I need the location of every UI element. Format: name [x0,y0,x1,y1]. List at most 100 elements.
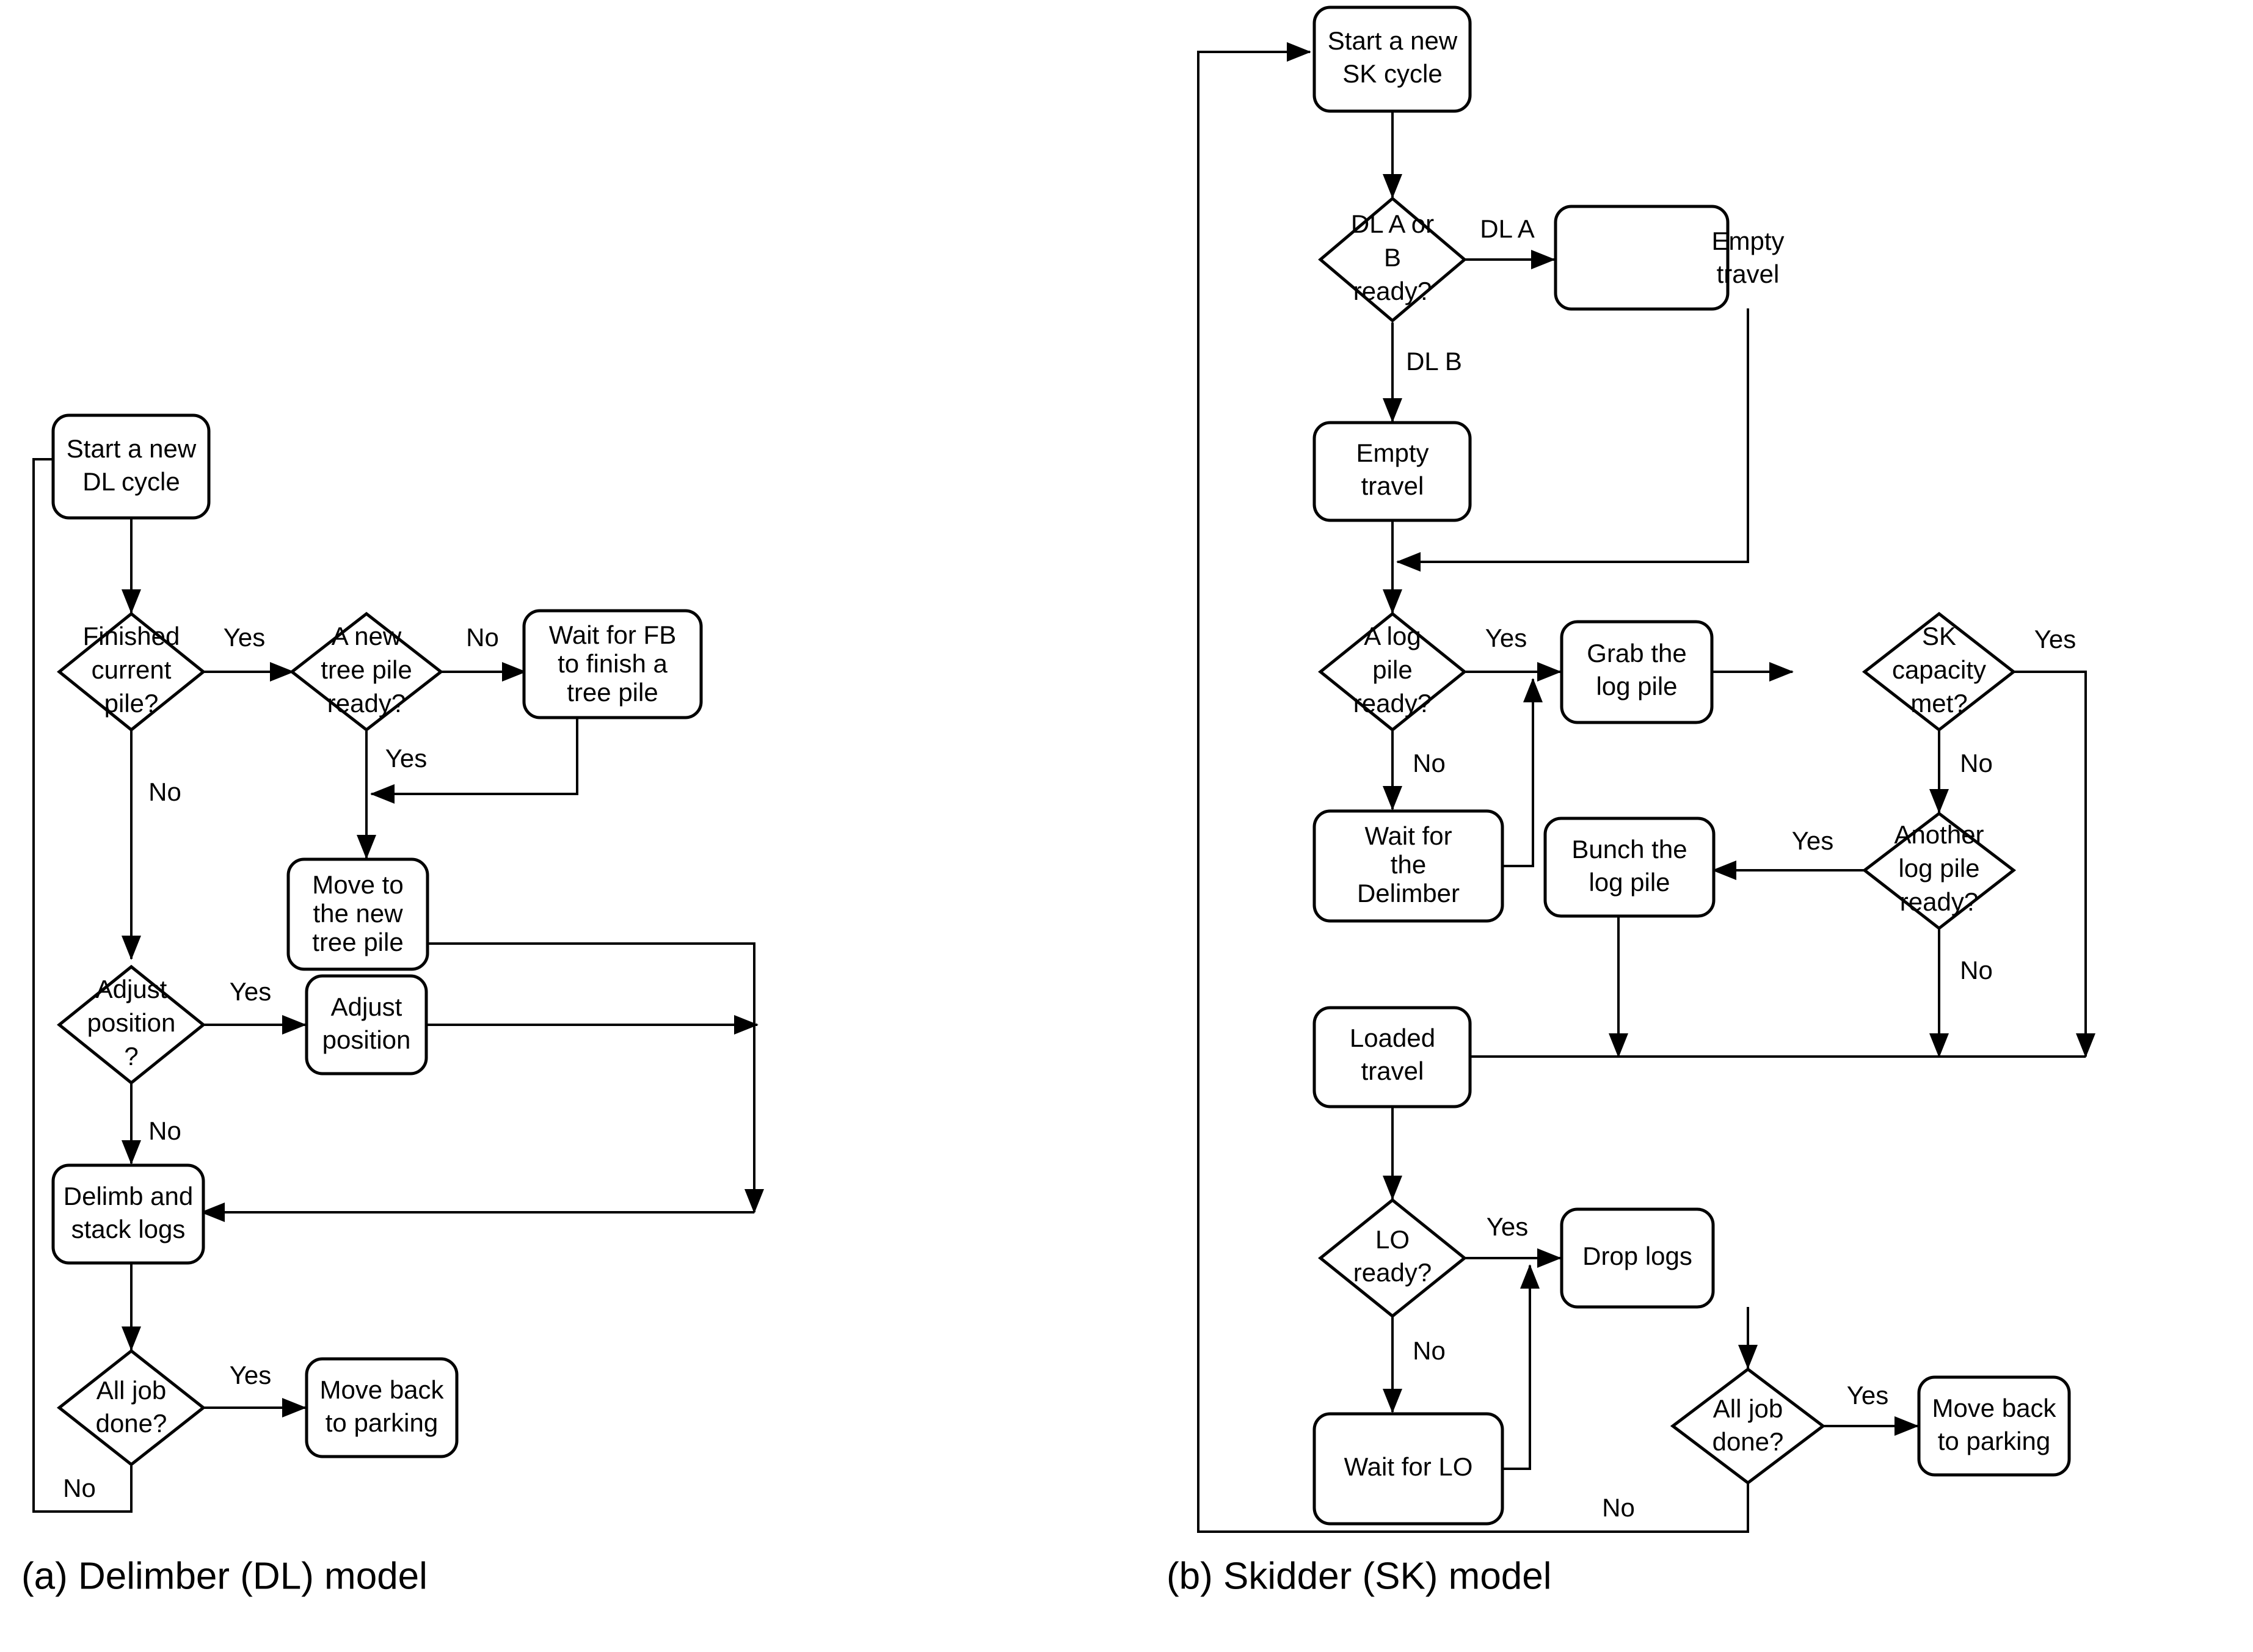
edge-label-a-finished-yes: Yes [224,623,266,652]
edge-label-b-logpile-yes: Yes [1485,624,1527,652]
panel-b: Start a new SK cycle DL A or B ready? Em… [1167,5,2095,1597]
node-b-bunch-log-pile[interactable]: Bunch the log pile [1543,817,1716,918]
node-b-all-job-done[interactable]: All job done? [1670,1367,1826,1485]
edge-b-alljob-no-loop [1197,42,1749,1533]
node-a-moveback-line-1: to parking [326,1408,438,1437]
node-a-finished-shape[interactable] [57,611,206,732]
edge-b-waitlo-return [1502,1264,1540,1470]
node-a-adjust-question-shape[interactable] [57,964,206,1085]
node-b-wait-delimber-shape[interactable] [1312,809,1504,923]
node-a-move-new-line-2: tree pile [312,928,403,956]
node-b-logpile-line-0: A log [1364,622,1421,650]
node-a-adjustq-line-0: Adjust [96,975,167,1003]
edge-label-b-lo-yes: Yes [1487,1212,1529,1241]
node-a-wait-fb-line-2: tree pile [567,678,658,707]
node-b-logpile-line-1: pile [1372,655,1412,684]
edge-label-b-dlb: DL B [1406,347,1462,376]
node-a-move-back-parking-shape[interactable] [305,1357,459,1458]
node-a-delimb-stack[interactable]: Delimb and stack logs [51,1163,205,1265]
node-a-new-tree-pile-line-2: ready? [327,689,406,718]
node-b-start[interactable]: Start a new SK cycle [1312,5,1472,113]
node-b-bunch-log-pile-shape[interactable] [1543,817,1716,918]
node-b-another-line-2: ready? [1900,887,1978,916]
node-a-alljob-line-0: All job [96,1376,166,1405]
edge-label-a-newpile-yes: Yes [385,744,428,773]
node-b-start-shape[interactable] [1312,5,1472,113]
edge-b-emptyA-merge [1396,308,1749,572]
node-a-move-new-tree-pile-shape[interactable] [286,857,429,971]
node-a-move-back-parking[interactable]: Move back to parking [305,1357,459,1458]
node-b-bunch-line-0: Bunch the [1571,835,1687,864]
node-a-move-new-line-0: Move to [312,870,403,899]
node-b-sk-capacity-met[interactable]: SK capacity met? [1862,611,2017,732]
node-b-grab-log-pile-shape[interactable] [1560,620,1714,724]
node-b-dl-a-or-b[interactable]: DL A or B ready? [1318,196,1467,323]
node-b-dlab-line-1: B [1384,243,1401,272]
node-a-move-new-line-1: the new [313,899,403,928]
edge-label-b-another-yes: Yes [1792,826,1834,855]
node-b-dlab-line-0: DL A or [1351,209,1434,238]
node-b-another-log-pile-ready[interactable]: Another log pile ready? [1862,811,2017,931]
node-b-move-back-parking-shape[interactable] [1917,1375,2071,1477]
node-b-lo-ready[interactable]: LO ready? [1318,1198,1467,1319]
node-a-wait-fb-line-0: Wait for FB [549,620,676,649]
node-b-emptyB-line-0: Empty [1356,438,1429,467]
node-b-waitdl-line-2: Delimber [1357,879,1460,908]
node-a-new-tree-pile-shape[interactable] [289,611,444,732]
node-b-alljob-line-1: done? [1712,1427,1784,1456]
node-a-moveback-line-0: Move back [319,1375,444,1404]
node-b-sk-capacity-met-shape[interactable] [1862,611,2017,732]
node-b-drop-logs-shape[interactable] [1560,1207,1715,1309]
node-b-wait-for-lo-shape[interactable] [1312,1412,1504,1526]
node-a-delimb-line-1: stack logs [71,1215,186,1243]
node-b-capacity-line-1: capacity [1892,655,1986,684]
node-b-waitdl-line-0: Wait for [1364,821,1452,850]
panel-a-caption: (a) Delimber (DL) model [21,1555,428,1597]
panel-b-caption: (b) Skidder (SK) model [1167,1555,1552,1597]
node-a-delimb-stack-shape[interactable] [51,1163,205,1265]
node-a-all-job-done[interactable]: All job done? [56,1348,206,1467]
node-a-adjust-position-shape[interactable] [305,974,428,1075]
node-b-drop-logs[interactable]: Drop logs [1560,1207,1715,1309]
node-b-empty-travel-b-shape[interactable] [1312,421,1472,522]
node-b-grab-line-0: Grab the [1587,639,1686,668]
node-b-loaded-travel-shape[interactable] [1312,1006,1472,1108]
edge-label-b-another-no: No [1960,956,1993,984]
node-b-a-log-pile-ready-shape[interactable] [1318,611,1467,732]
node-a-finished-line-0: Finished [83,622,180,650]
node-a-all-job-done-shape[interactable] [56,1348,206,1467]
node-b-empty-travel-b[interactable]: Empty travel [1312,421,1472,522]
node-a-alljob-line-1: done? [96,1409,167,1438]
node-b-wait-delimber[interactable]: Wait for the Delimber [1312,809,1504,923]
edge-label-b-cap-yes: Yes [2034,625,2076,653]
edge-label-b-alljob-no: No [1602,1493,1635,1522]
node-b-wait-for-lo[interactable]: Wait for LO [1312,1412,1504,1526]
node-b-a-log-pile-ready[interactable]: A log pile ready? [1318,611,1467,732]
node-a-new-tree-pile[interactable]: A new tree pile ready? [289,611,444,732]
node-b-move-back-parking[interactable]: Move back to parking [1917,1375,2071,1477]
node-a-delimb-line-0: Delimb and [64,1182,193,1210]
node-b-lo-ready-shape[interactable] [1318,1198,1467,1319]
node-a-wait-fb[interactable]: Wait for FB to finish a tree pile [522,609,703,719]
node-a-finished[interactable]: Finished current pile? [57,611,206,732]
node-b-loaded-travel[interactable]: Loaded travel [1312,1006,1472,1108]
node-b-dl-a-or-b-shape[interactable] [1318,196,1467,323]
node-a-adjust-line-0: Adjust [331,992,402,1021]
node-b-empty-travel-a-shape[interactable] [1554,205,1730,311]
node-b-grab-log-pile[interactable]: Grab the log pile [1560,620,1714,724]
node-a-adjust-position[interactable]: Adjust position [305,974,428,1075]
node-a-start[interactable]: Start a new DL cycle [51,413,211,520]
node-b-another-log-pile-ready-shape[interactable] [1862,811,2017,931]
panel-a: Start a new DL cycle Finished current pi… [21,413,764,1597]
edge-label-a-finished-no: No [148,777,181,806]
edge-label-b-logpile-no: No [1413,749,1446,777]
node-b-all-job-done-shape[interactable] [1670,1367,1826,1485]
panel-b-edges [1197,42,2095,1533]
node-b-drop-line-0: Drop logs [1582,1242,1692,1270]
node-b-empty-travel-a[interactable]: Empty travel [1554,205,1785,311]
node-a-wait-fb-shape[interactable] [522,609,703,719]
node-a-start-shape[interactable] [51,413,211,520]
node-b-waitlo-line-0: Wait for LO [1344,1452,1473,1481]
node-a-move-new-tree-pile[interactable]: Move to the new tree pile [286,857,429,971]
node-a-adjust-question[interactable]: Adjust position ? [57,964,206,1085]
